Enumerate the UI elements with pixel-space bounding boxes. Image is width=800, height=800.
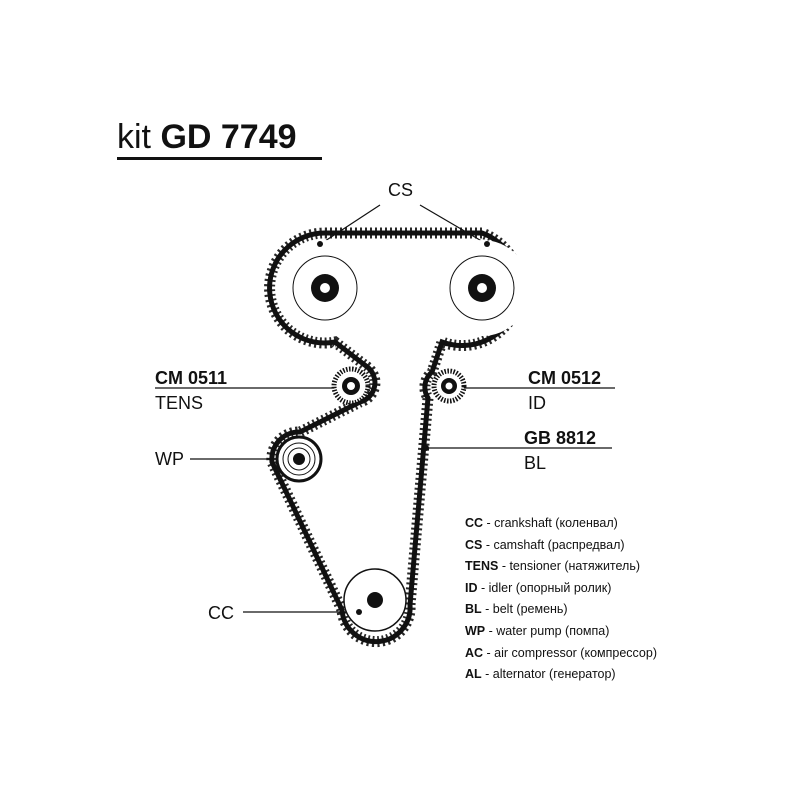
water-pump-pulley [275, 435, 323, 483]
legend-item: ID - idler (опорный ролик) [465, 578, 657, 600]
legend-abbr: ID [465, 580, 478, 595]
belt-label: BL [524, 453, 547, 473]
legend-abbr: AC [465, 645, 484, 660]
legend-abbr: AL [465, 667, 482, 682]
wp-label: WP [155, 449, 184, 469]
idler-pulley [431, 368, 467, 404]
legend-text: - water pump (помпа) [485, 623, 610, 638]
belt [264, 227, 526, 648]
idler-label: ID [528, 393, 546, 413]
belt-part-code: GB 8812 [524, 428, 597, 448]
legend-abbr: CC [465, 516, 484, 530]
camshaft-pulley-right [434, 240, 530, 336]
legend-text: - alternator (генератор) [481, 667, 616, 682]
title-prefix: kit [117, 118, 151, 156]
legend-text: - idler (опорный ролик) [477, 580, 612, 595]
legend-abbr: WP [465, 623, 486, 638]
legend-item: CS - camshaft (распредвал) [465, 535, 657, 557]
legend-text: - air compressor (компрессор) [483, 645, 658, 660]
cs-leader-right [419, 204, 486, 244]
legend-abbr: TENS [465, 559, 499, 574]
tens-label: TENS [155, 393, 204, 413]
kit-title: kit GD 7749 [117, 118, 297, 157]
legend-text: - camshaft (распредвал) [482, 537, 625, 552]
legend-abbr: CS [465, 537, 483, 552]
crankshaft-pulley [343, 568, 407, 632]
belt-marker-dot [423, 445, 429, 451]
legend-item: TENS - tensioner (натяжитель) [465, 556, 657, 578]
tens-part-code: CM 0511 [155, 368, 228, 388]
legend-abbr: BL [465, 602, 482, 617]
legend-text: - crankshaft (коленвал) [483, 516, 618, 530]
legend-item: CC - crankshaft (коленвал) [465, 513, 657, 535]
idler-part-code: CM 0512 [528, 368, 602, 388]
cc-label: CC [208, 603, 234, 623]
legend-item: BL - belt (ремень) [465, 599, 657, 621]
camshaft-pulley-left [277, 240, 373, 336]
legend-text: - tensioner (натяжитель) [498, 559, 641, 574]
title-underline [117, 157, 322, 160]
tensioner-pulley [331, 366, 371, 406]
legend-text: - belt (ремень) [481, 602, 568, 617]
cs-label: CS [388, 180, 414, 200]
legend: CC - crankshaft (коленвал) CS - camshaft… [465, 513, 657, 686]
legend-item: WP - water pump (помпа) [465, 621, 657, 643]
legend-item: AC - air compressor (компрессор) [465, 643, 657, 665]
kit-code: GD 7749 [160, 118, 297, 156]
legend-item: AL - alternator (генератор) [465, 664, 657, 686]
